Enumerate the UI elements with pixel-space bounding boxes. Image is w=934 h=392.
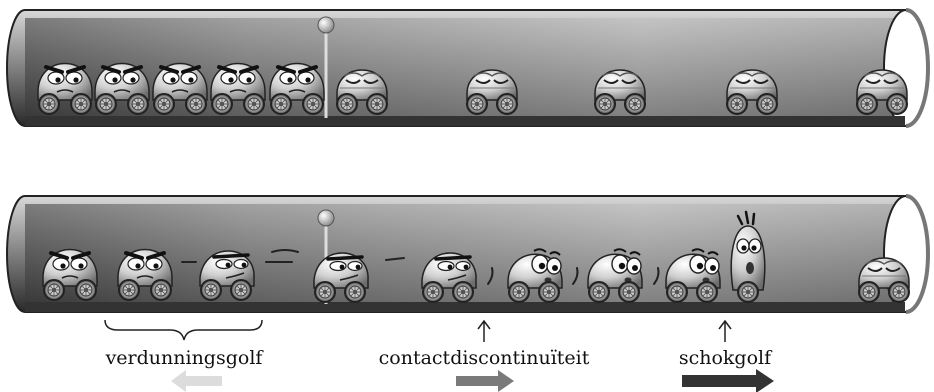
- contact-label: contactdiscontinuïteit: [379, 347, 590, 369]
- rarefaction-arrow: [171, 370, 222, 392]
- shock-pointer: [718, 319, 732, 342]
- shock-arrow: [682, 369, 774, 392]
- contact-arrow: [456, 370, 514, 392]
- rarefaction-brace: [104, 319, 263, 341]
- shock-label: schokgolf: [679, 347, 773, 369]
- motion-lines: [181, 249, 660, 285]
- barrier-top: [317, 16, 335, 118]
- barrier-pole-icon: [317, 209, 335, 227]
- barrier-pole-icon: [317, 16, 335, 34]
- rarefaction-label: verdunningsgolf: [105, 347, 265, 369]
- contact-pointer: [477, 319, 491, 342]
